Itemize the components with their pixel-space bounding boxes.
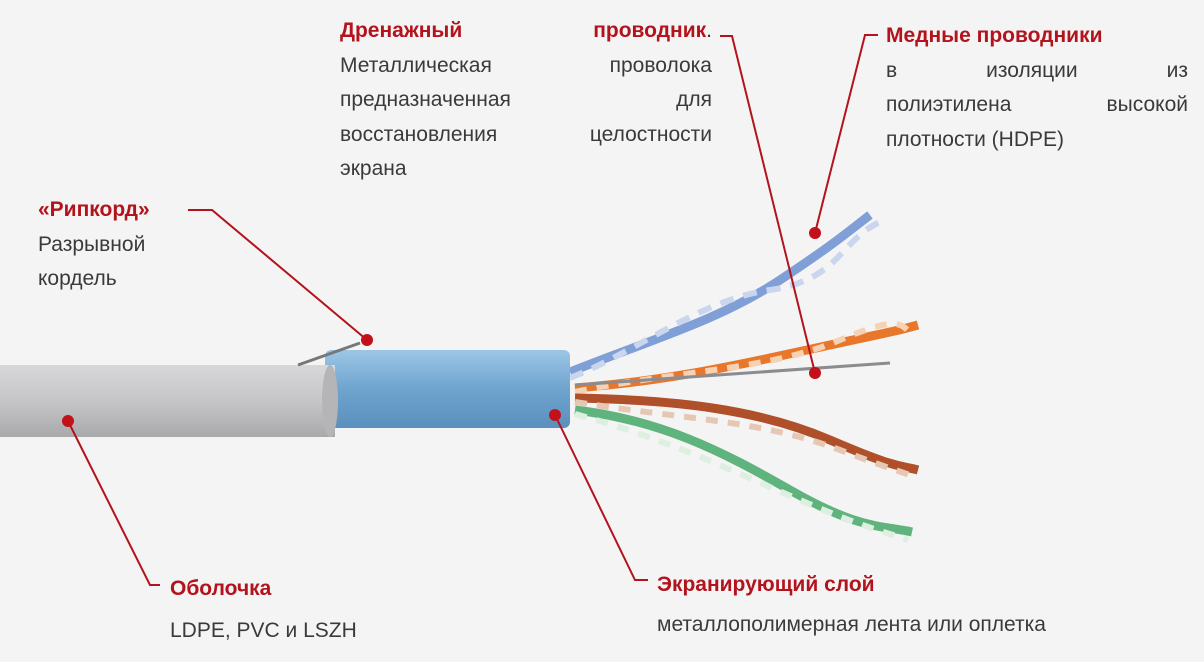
drain-text: экрана bbox=[340, 157, 407, 180]
drain-title-2: проводник bbox=[593, 19, 707, 42]
ripcord-text: Разрывной bbox=[38, 232, 146, 256]
drain-text: для bbox=[676, 88, 712, 111]
ripcord-text: кордель bbox=[38, 267, 117, 290]
green-pair bbox=[574, 405, 913, 537]
copper-text: плотности (HDPE) bbox=[886, 127, 1064, 151]
outer-jacket bbox=[0, 365, 335, 437]
drain-wire bbox=[574, 361, 891, 387]
foil-shield bbox=[325, 350, 570, 428]
drain-text: целостности bbox=[589, 122, 712, 146]
leader-lines bbox=[67, 34, 878, 586]
copper-text: высокой bbox=[1106, 93, 1189, 116]
copper-title: Медные проводники bbox=[886, 24, 1103, 47]
shield-text: металлополимерная лента или оплетка bbox=[657, 613, 1046, 636]
copper-wires-label: Медные проводники в изоляции из полиэтилен… bbox=[886, 19, 1188, 157]
blue-pair bbox=[568, 211, 873, 377]
drain-title-1: Дренажный bbox=[340, 19, 463, 42]
ripcord-label: «Рипкорд» Разрывной кордель bbox=[38, 193, 150, 297]
shield-title: Экранирующий слой bbox=[657, 573, 875, 596]
ripcord-thread bbox=[297, 341, 361, 367]
sheath-label: Оболочка LDPE, PVC и LSZH bbox=[170, 568, 357, 652]
brown-pair bbox=[574, 393, 920, 475]
drain-text: восстановления bbox=[340, 122, 498, 146]
shield-label: Экранирующий слой металлополимерная лент… bbox=[657, 565, 1046, 645]
drain-text: проволока bbox=[609, 53, 712, 77]
drain-title-end: . bbox=[706, 19, 712, 42]
wire-pairs bbox=[568, 211, 920, 543]
drain-wire-label: Дренажный проводник. Металлическая проволо… bbox=[340, 14, 712, 187]
drain-text: предназначенная bbox=[340, 88, 511, 111]
copper-text: в bbox=[886, 58, 898, 82]
copper-text: из bbox=[1166, 58, 1188, 82]
sheath-text: LDPE, PVC и LSZH bbox=[170, 619, 357, 642]
drain-text: Металлическая bbox=[340, 53, 492, 77]
copper-text: изоляции bbox=[986, 58, 1078, 82]
ripcord-title: «Рипкорд» bbox=[38, 198, 150, 221]
copper-text: полиэтилена bbox=[886, 93, 1012, 116]
sheath-title: Оболочка bbox=[170, 577, 272, 600]
orange-pair bbox=[574, 320, 920, 393]
marker-dots bbox=[62, 227, 821, 427]
